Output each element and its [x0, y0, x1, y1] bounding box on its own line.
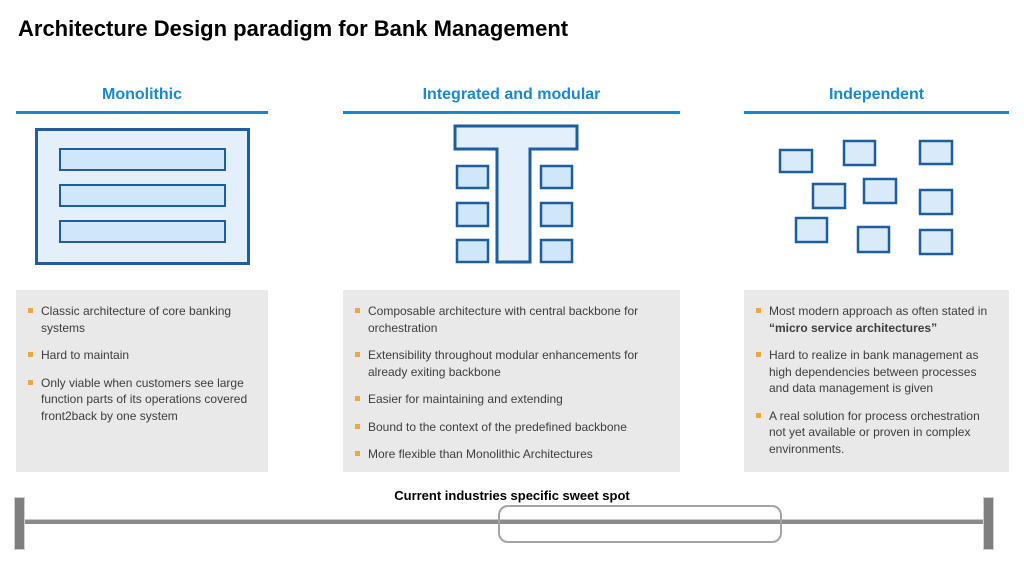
service-block — [862, 177, 898, 205]
independent-bullet-panel: Most modern approach as often stated in … — [744, 290, 1009, 472]
page-title: Architecture Design paradigm for Bank Ma… — [18, 16, 569, 41]
module-bar — [59, 184, 226, 207]
module-block — [539, 201, 574, 228]
bullet-text: Bound to the context of the predefined b… — [368, 419, 627, 434]
service-block — [856, 225, 891, 254]
column-integrated-modular: Integrated and modular Composable archit… — [343, 86, 680, 472]
integrated-bullet-panel: Composable architecture with central bac… — [343, 290, 680, 472]
monolithic-diagram — [16, 114, 268, 290]
service-block — [918, 188, 954, 216]
bullet-list: Most modern approach as often stated in … — [756, 303, 997, 457]
column-monolithic: Monolithic Classic architecture of core … — [16, 86, 268, 472]
module-bar — [59, 220, 226, 243]
bullet-square-icon — [756, 412, 761, 418]
bullet-text: Classic architecture of core banking sys… — [41, 304, 232, 335]
module-block — [455, 164, 490, 190]
bullet-list: Classic architecture of core banking sys… — [28, 303, 256, 424]
monolithic-bullet-panel: Classic architecture of core banking sys… — [16, 290, 268, 472]
module-block — [539, 164, 574, 190]
monolithic-container-shape — [35, 128, 250, 265]
t-backbone-diagram — [453, 124, 579, 264]
bullet-square-icon — [28, 379, 33, 385]
column-integrated-title: Integrated and modular — [422, 86, 601, 103]
bullet-item: Most modern approach as often stated in … — [756, 303, 997, 336]
bullet-item: Hard to maintain — [28, 347, 256, 364]
sweet-spot-box — [498, 505, 782, 543]
bullet-text: Most modern approach as often stated in … — [769, 304, 988, 335]
column-monolithic-underline — [16, 111, 268, 114]
sweet-spot-label: Current industries specific sweet spot — [394, 488, 630, 503]
bullet-item: Composable architecture with central bac… — [355, 303, 668, 336]
bullet-text: Only viable when customers see large fun… — [41, 375, 248, 423]
service-block — [918, 228, 954, 256]
bullet-text: Extensibility throughout modular enhance… — [368, 348, 639, 379]
bullet-item: Extensibility throughout modular enhance… — [355, 347, 668, 380]
integrated-modular-diagram — [343, 114, 680, 290]
bullet-item: Only viable when customers see large fun… — [28, 375, 256, 425]
bullet-square-icon — [355, 423, 360, 429]
service-block — [918, 139, 954, 166]
bullet-list: Composable architecture with central bac… — [355, 303, 668, 463]
module-block — [455, 238, 490, 264]
bullet-text: More flexible than Monolithic Architectu… — [368, 447, 593, 461]
column-integrated-underline — [343, 111, 680, 114]
backbone-t-shape — [453, 124, 579, 264]
bullet-item: Hard to realize in bank management as hi… — [756, 347, 997, 397]
axis-endcap-left — [14, 497, 25, 550]
bullet-item: More flexible than Monolithic Architectu… — [355, 446, 668, 463]
bullet-text: Easier for maintaining and extending — [368, 392, 563, 406]
bullet-square-icon — [355, 308, 360, 313]
bullet-square-icon — [28, 308, 33, 313]
column-independent-title: Independent — [828, 86, 925, 103]
spectrum-axis-line — [20, 519, 988, 524]
column-monolithic-title: Monolithic — [102, 86, 182, 103]
bullet-square-icon — [756, 352, 761, 357]
bullet-square-icon — [28, 352, 33, 357]
bullet-item: Bound to the context of the predefined b… — [355, 419, 668, 436]
module-block — [539, 238, 574, 264]
service-block — [778, 148, 814, 174]
bullet-square-icon — [756, 308, 761, 313]
bullet-square-icon — [355, 396, 360, 401]
independent-diagram — [744, 114, 1009, 290]
bullet-text: A real solution for process orchestratio… — [769, 408, 980, 456]
column-independent-underline — [744, 111, 1009, 114]
scattered-services-diagram — [778, 139, 954, 256]
axis-endcap-right — [983, 497, 994, 550]
service-block — [842, 139, 877, 167]
bullet-square-icon — [355, 451, 360, 456]
module-bar — [59, 148, 226, 171]
service-block — [794, 216, 829, 244]
column-independent: Independent Most modern approach as ofte… — [744, 86, 1009, 472]
bullet-text: Hard to realize in bank management as hi… — [769, 348, 979, 395]
module-block — [455, 201, 490, 228]
bullet-item: A real solution for process orchestratio… — [756, 408, 997, 458]
bullet-item: Classic architecture of core banking sys… — [28, 303, 256, 336]
bullet-square-icon — [355, 352, 360, 357]
bullet-item: Easier for maintaining and extending — [355, 391, 668, 408]
bullet-text: Composable architecture with central bac… — [368, 304, 639, 335]
service-block — [811, 182, 847, 210]
bullet-text: Hard to maintain — [41, 348, 130, 362]
